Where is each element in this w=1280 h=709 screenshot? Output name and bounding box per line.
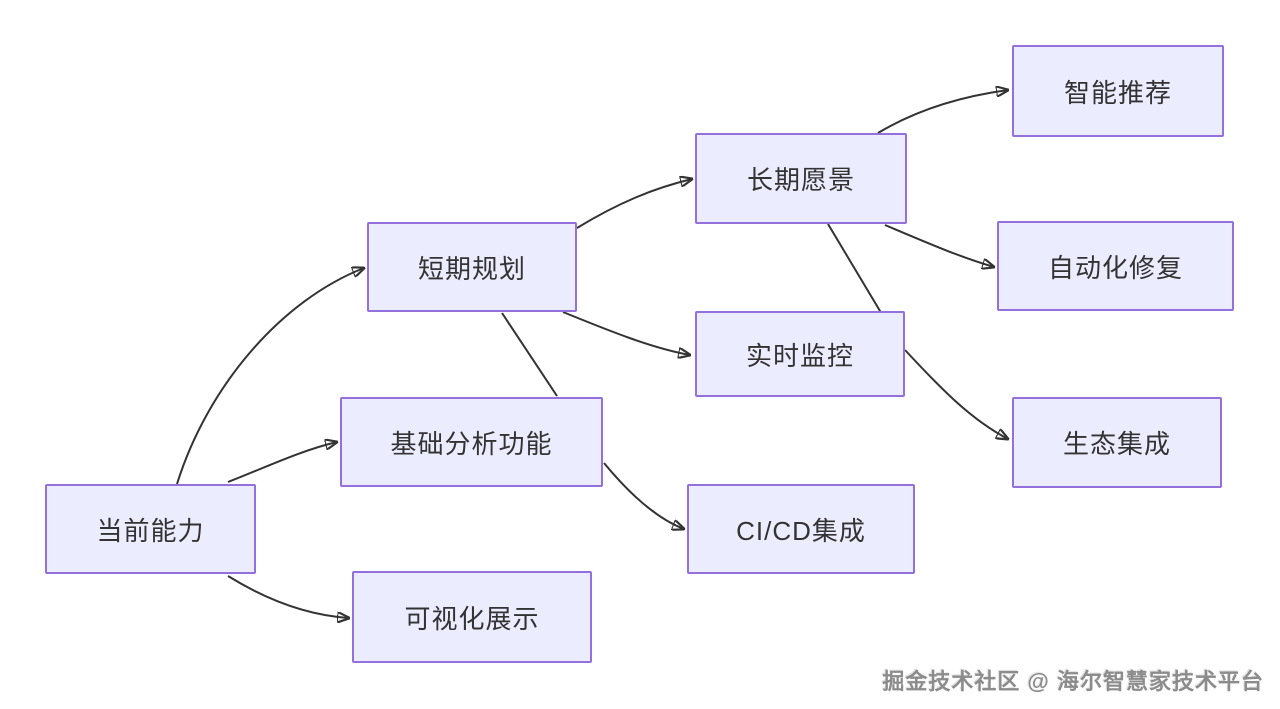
node-auto-repair: 自动化修复 (997, 221, 1234, 311)
node-realtime-monitoring: 实时监控 (695, 311, 905, 397)
edge-longterm-to-eco (904, 349, 1008, 439)
node-short-term-plan: 短期规划 (367, 222, 577, 312)
node-cicd-integration: CI/CD集成 (687, 484, 915, 574)
node-current-capability: 当前能力 (45, 484, 256, 574)
node-smart-recommendation: 智能推荐 (1012, 45, 1224, 137)
edge-longterm-to-autofix (884, 224, 994, 267)
edge-current-to-visual (227, 575, 349, 618)
edge-current-to-shortterm (176, 268, 364, 485)
node-long-term-vision: 长期愿景 (695, 133, 907, 224)
edge-basic-to-cicd (603, 462, 684, 529)
watermark: 掘金技术社区 @ 海尔智慧家技术平台 (882, 669, 1264, 694)
edge-shortterm-to-realtime (562, 311, 690, 355)
node-visualization: 可视化展示 (352, 571, 592, 663)
node-basic-analysis: 基础分析功能 (340, 397, 603, 487)
edge-shortterm-to-basic-line (501, 312, 558, 397)
node-ecosystem-integration: 生态集成 (1012, 397, 1222, 488)
edge-longterm-to-eco-segment (827, 223, 884, 317)
edge-shortterm-to-longterm (576, 179, 692, 229)
edge-longterm-to-smartrec (877, 90, 1008, 134)
edge-current-to-basic (227, 442, 337, 483)
